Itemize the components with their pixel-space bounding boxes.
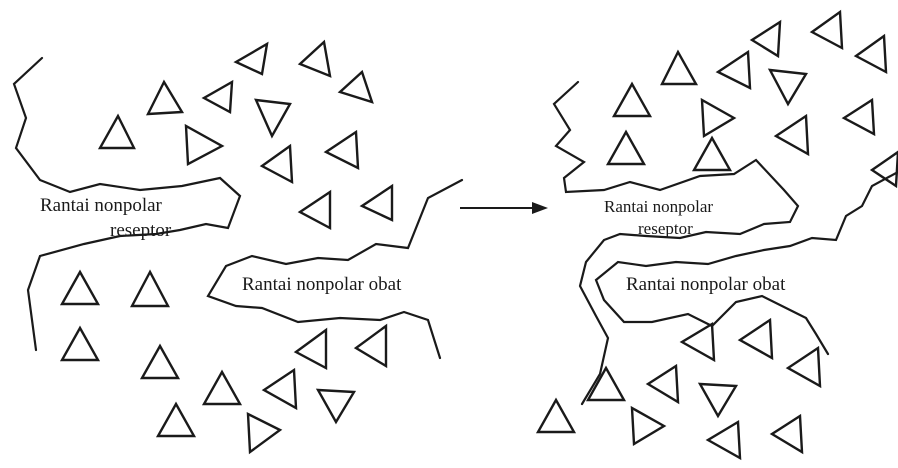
water-triangle xyxy=(132,272,168,306)
water-triangle xyxy=(856,36,886,72)
left-receptor-label-line1: Rantai nonpolar xyxy=(40,195,163,216)
water-triangle xyxy=(708,422,740,458)
water-triangle xyxy=(362,186,392,220)
water-triangle xyxy=(702,100,734,136)
water-triangle xyxy=(812,12,842,48)
right-drug-label: Rantai nonpolar obat xyxy=(626,274,786,295)
water-triangle xyxy=(142,346,178,378)
water-triangle xyxy=(262,146,292,182)
left-drug-label: Rantai nonpolar obat xyxy=(242,274,402,295)
water-triangle xyxy=(662,52,696,84)
water-triangle xyxy=(608,132,644,164)
water-triangle xyxy=(158,404,194,436)
water-triangle xyxy=(236,44,267,74)
right-panel: Rantai nonpolar reseptor Rantai nonpolar… xyxy=(538,12,898,458)
water-triangle xyxy=(614,84,650,116)
water-triangle xyxy=(296,330,326,368)
right-receptor-label-line2: reseptor xyxy=(638,219,693,238)
water-triangle xyxy=(204,372,240,404)
water-triangle xyxy=(648,366,678,402)
water-triangle xyxy=(340,72,372,102)
right-water-molecules xyxy=(538,12,898,458)
water-triangle xyxy=(844,100,874,134)
water-triangle xyxy=(248,414,280,452)
water-triangle xyxy=(694,138,730,170)
water-triangle xyxy=(682,324,714,360)
water-triangle xyxy=(772,416,802,452)
water-triangle xyxy=(204,82,232,112)
water-triangle xyxy=(872,152,898,186)
water-triangle xyxy=(632,408,664,444)
right-receptor-chain-upper xyxy=(554,82,798,404)
right-receptor-label-line1: Rantai nonpolar xyxy=(604,197,713,216)
water-triangle xyxy=(100,116,134,148)
water-triangle xyxy=(326,132,358,168)
water-triangle xyxy=(776,116,808,154)
water-triangle xyxy=(538,400,574,432)
water-triangle xyxy=(300,42,330,76)
process-arrow xyxy=(460,202,548,214)
water-triangle xyxy=(256,100,290,136)
water-triangle xyxy=(300,192,330,228)
left-panel: Rantai nonpolar reseptor Rantai nonpolar… xyxy=(14,42,462,452)
water-triangle xyxy=(740,320,772,358)
water-triangle xyxy=(62,328,98,360)
water-triangle xyxy=(62,272,98,304)
water-triangle xyxy=(752,22,780,56)
left-water-molecules xyxy=(62,42,392,452)
water-triangle xyxy=(356,326,386,366)
water-triangle xyxy=(318,390,354,422)
water-triangle xyxy=(770,70,806,104)
water-triangle xyxy=(148,82,182,114)
water-triangle xyxy=(700,384,736,416)
left-drug-chain xyxy=(208,180,462,358)
water-triangle xyxy=(788,348,820,386)
water-triangle xyxy=(186,126,222,164)
left-receptor-label-line2: reseptor xyxy=(110,220,172,241)
water-triangle xyxy=(264,370,296,408)
water-triangle xyxy=(718,52,750,88)
